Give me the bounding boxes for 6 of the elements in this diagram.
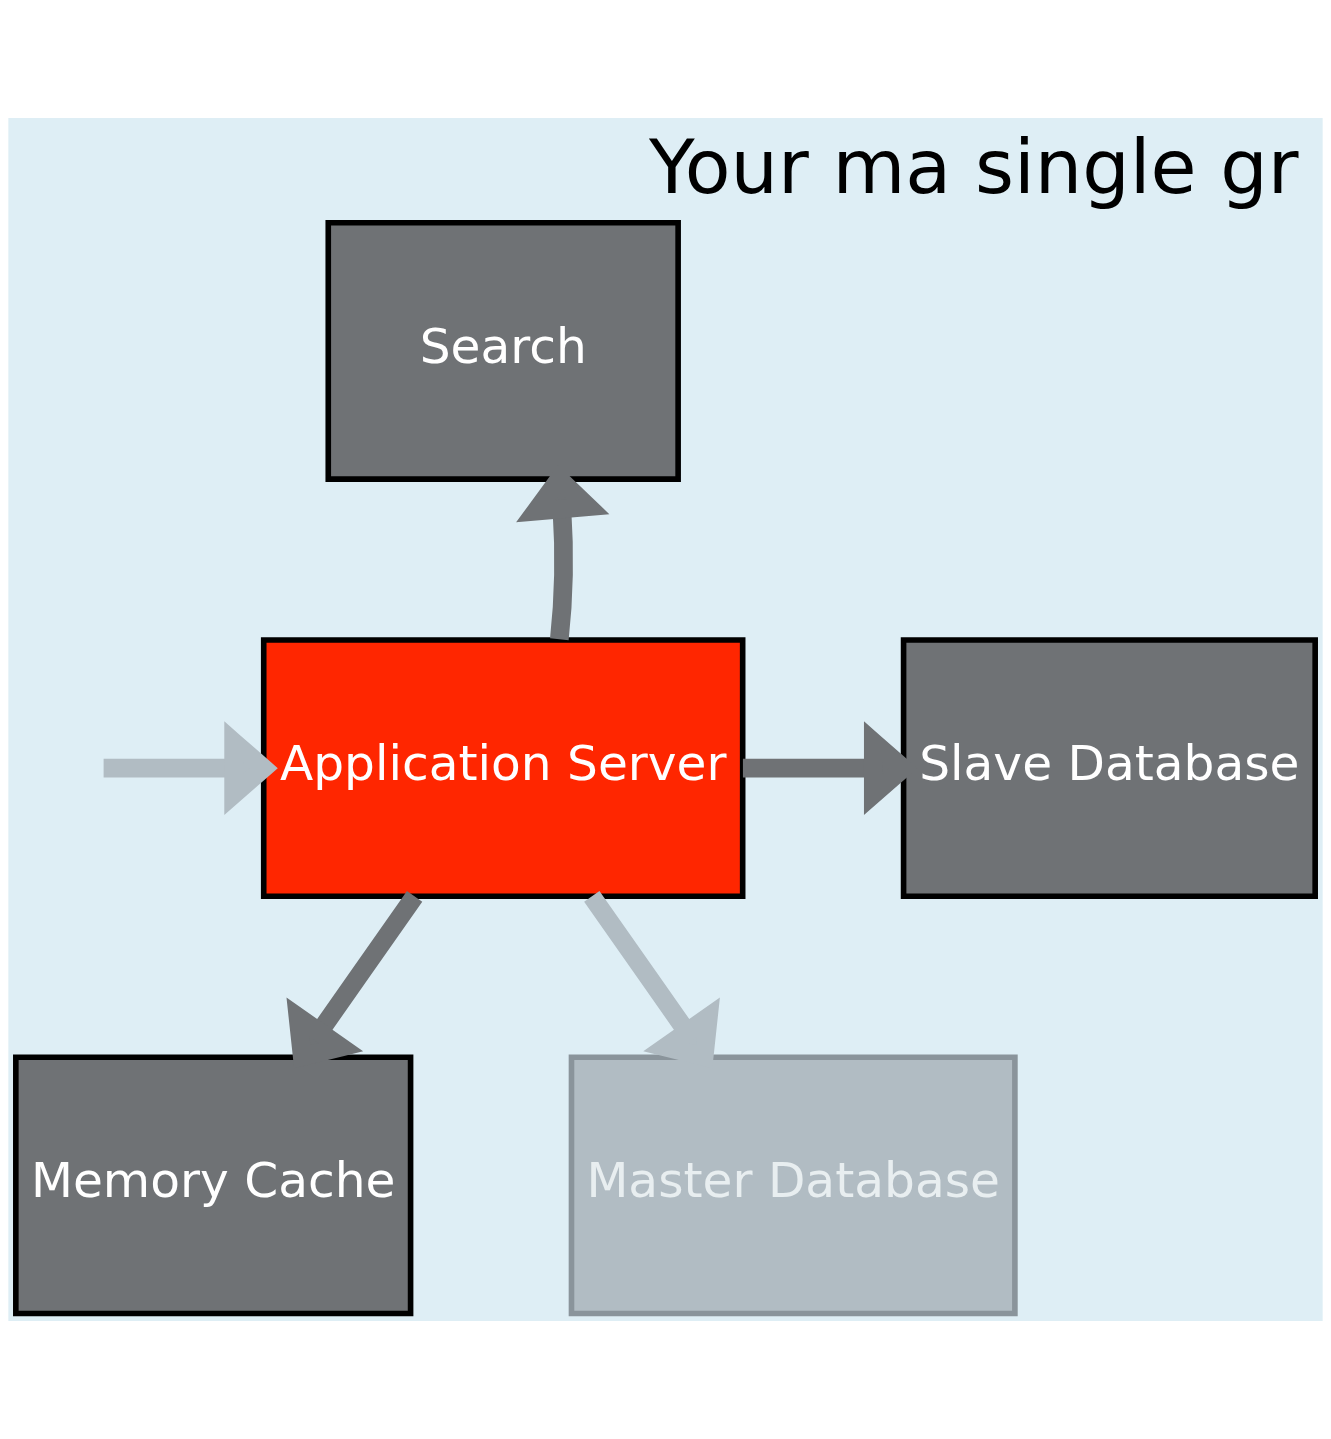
diagram-title: Your ma single gr (648, 123, 1299, 211)
node-box: Search (325, 219, 681, 482)
arrow (103, 721, 278, 815)
node-box: Slave Database (900, 637, 1318, 900)
node-box: Memory Cache (13, 1054, 414, 1317)
node-box: Application Server (260, 637, 746, 900)
